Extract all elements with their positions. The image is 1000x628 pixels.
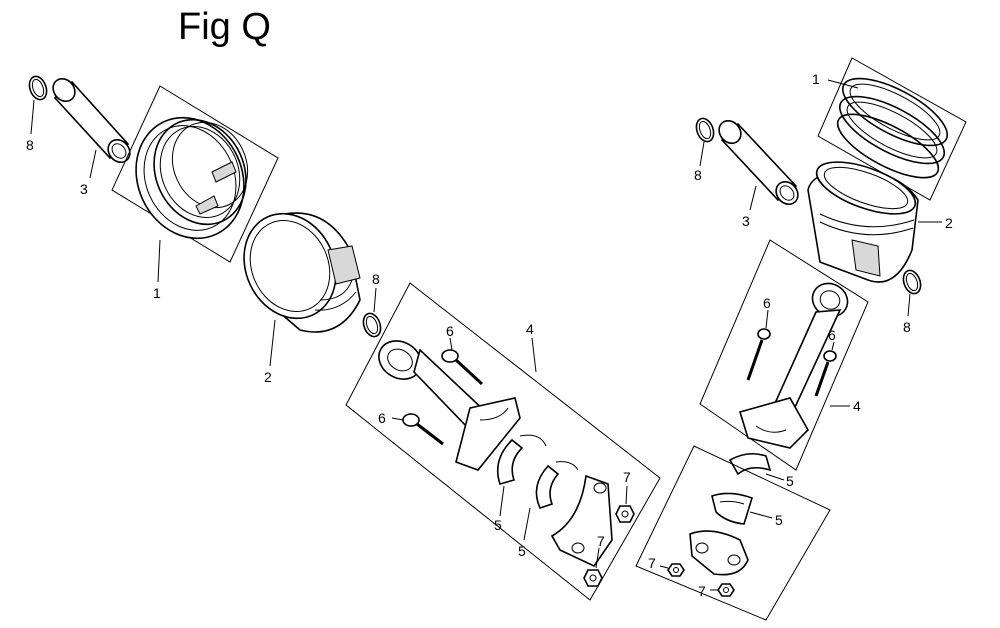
callout-5: 5 [786, 473, 794, 489]
callout-3: 3 [80, 181, 88, 197]
leader-line [595, 547, 600, 569]
callout-2: 2 [264, 369, 272, 385]
leader-line [523, 507, 531, 541]
rod-assembly-frame [699, 239, 869, 471]
leader-line [269, 319, 276, 367]
callout-7: 7 [623, 469, 631, 485]
leader-line [907, 293, 911, 317]
center-group: 6 6 4 5 5 [345, 282, 661, 601]
callout-7: 7 [597, 533, 605, 549]
figure-title: Fig Q [178, 6, 271, 48]
leader-line [749, 185, 757, 211]
right-group: 1 8 3 2 [635, 57, 967, 621]
circlip [902, 269, 922, 295]
rod-nut [615, 505, 635, 523]
callout-5: 5 [775, 512, 783, 528]
leader-line [373, 287, 377, 313]
piston [243, 212, 361, 333]
callout-7: 7 [698, 583, 706, 599]
piston-ring-set [135, 116, 249, 240]
rod-cap [689, 530, 749, 576]
rod-bolt [814, 350, 837, 397]
cap-frame [635, 445, 831, 621]
rod-bolt [402, 413, 444, 446]
leader-line [659, 565, 669, 569]
callout-1: 1 [812, 71, 820, 87]
callout-8: 8 [694, 167, 702, 183]
callout-6: 6 [828, 327, 836, 343]
callout-1: 1 [153, 285, 161, 301]
piston-pin [718, 119, 799, 206]
callout-6: 6 [763, 295, 771, 311]
leader-line [30, 99, 35, 135]
callout-4: 4 [526, 321, 534, 337]
piston-pin [52, 77, 131, 164]
callout-5: 5 [518, 543, 526, 559]
bearing-shell [728, 452, 772, 476]
leader-line [749, 511, 773, 519]
leader-line [531, 337, 537, 373]
circlip [362, 312, 382, 338]
leader-line [157, 239, 161, 283]
left-group: 8 3 1 [26, 75, 382, 385]
ring-set-frame [817, 57, 967, 201]
ring-set-frame [111, 85, 279, 263]
callout-5: 5 [494, 517, 502, 533]
leader-line [625, 485, 628, 505]
circlip [28, 75, 48, 101]
rod-cap [550, 474, 613, 568]
leader-line [499, 485, 505, 517]
piston [807, 161, 919, 283]
callout-8: 8 [903, 319, 911, 335]
callout-6: 6 [446, 323, 454, 339]
bearing-shell [496, 434, 547, 485]
leader-line [449, 337, 453, 351]
piston-ring-set [836, 77, 949, 179]
leader-line [765, 473, 785, 481]
connecting-rod [378, 340, 521, 471]
rod-nut [667, 563, 685, 577]
leader-line [765, 309, 769, 329]
bearing-shell [711, 492, 753, 525]
leader-line [699, 141, 705, 167]
circlip [695, 117, 715, 143]
callout-4: 4 [853, 398, 861, 414]
leader-line [89, 149, 97, 179]
leader-line [391, 417, 404, 421]
callout-3: 3 [742, 213, 750, 229]
callout-8: 8 [372, 271, 380, 287]
connecting-rod [738, 282, 849, 449]
leader-line [831, 341, 835, 351]
leader-line [827, 79, 859, 89]
callout-7: 7 [648, 555, 656, 571]
rod-nut [583, 569, 603, 587]
callout-6: 6 [378, 410, 386, 426]
callout-8: 8 [26, 137, 34, 153]
rod-bolt [746, 328, 771, 381]
bearing-shell [535, 461, 579, 509]
rod-assembly-frame [345, 282, 661, 601]
callout-2: 2 [945, 215, 953, 231]
rod-nut [717, 583, 735, 597]
rod-bolt [441, 349, 484, 386]
